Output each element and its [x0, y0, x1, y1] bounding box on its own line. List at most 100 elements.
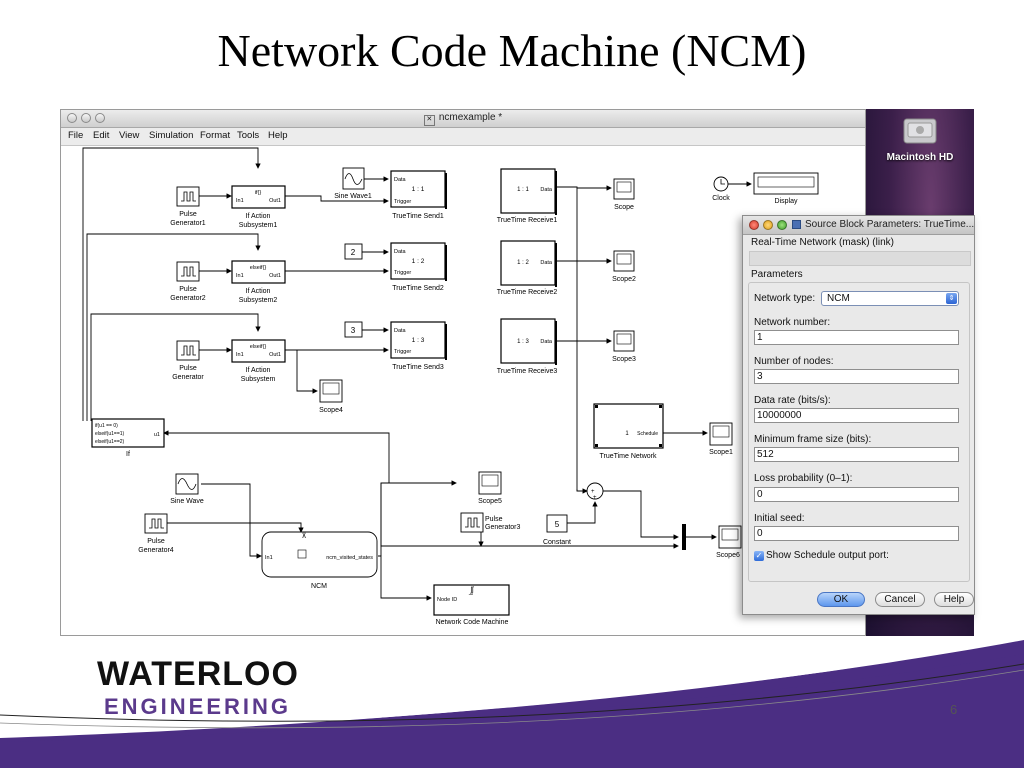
menu-tools[interactable]: Tools	[237, 130, 260, 141]
machine-node-id-port: Node ID	[437, 597, 457, 603]
ok-button[interactable]: OK	[817, 592, 865, 607]
constant-5[interactable]: 5 Constant	[543, 514, 571, 546]
dialog-minimize-button[interactable]	[763, 220, 773, 230]
sine-wave-1[interactable]: Sine Wave1	[334, 167, 372, 200]
pulse-generator-2[interactable]: Pulse Generator2	[170, 261, 206, 302]
hard-drive-icon[interactable]	[866, 109, 974, 169]
if-action-subsystem-1[interactable]: if{} In1 Out1 If Action Subsystem1	[231, 185, 286, 229]
if-action-2-label-2: Subsystem2	[239, 297, 278, 304]
scope-3[interactable]: Scope3	[612, 330, 636, 363]
if-action-1-cond: if{}	[255, 190, 262, 196]
ncm-block[interactable]: ⊼ In1 ncm_visited_states NCM	[261, 531, 378, 590]
dialog-zoom-button[interactable]	[777, 220, 787, 230]
help-button[interactable]: Help	[934, 592, 974, 607]
constant-2-value: 2	[351, 248, 356, 257]
if-action-1-out: Out1	[269, 198, 281, 204]
sum-plus-sign: +	[591, 489, 595, 495]
show-schedule-label: Show Schedule output port:	[766, 550, 889, 561]
if-action-3-out: Out1	[269, 352, 281, 358]
truetime-network[interactable]: 1 Schedule TrueTime Network	[593, 403, 664, 460]
show-schedule-checkbox[interactable]: ✓	[754, 551, 764, 561]
pulse-generator-5[interactable]: Pulse Generator3	[460, 512, 521, 533]
constant-3[interactable]: 3	[344, 321, 363, 338]
data-rate-label: Data rate (bits/s):	[754, 395, 831, 406]
minimum-frame-size-field[interactable]: 512	[754, 447, 959, 462]
sum-block[interactable]: + +	[586, 482, 604, 501]
minimize-window-button[interactable]	[81, 113, 91, 123]
dialog-titlebar: Source Block Parameters: TrueTime...	[743, 216, 974, 235]
mux-block[interactable]	[682, 524, 686, 550]
pulse-generator-1[interactable]: Pulse Generator1	[170, 186, 206, 227]
pulse-generator-1-label: Pulse	[179, 211, 197, 218]
menu-file[interactable]: File	[68, 130, 84, 141]
loss-probability-field[interactable]: 0	[754, 487, 959, 502]
display[interactable]: Display	[753, 172, 819, 205]
simulink-window: ✕ncmexample * File Edit View Simulation …	[60, 109, 866, 636]
receive-1-ratio: 1 : 1	[517, 187, 529, 193]
footer-swoosh	[0, 634, 1024, 768]
network-type-value: NCM	[827, 293, 850, 304]
dialog-close-button[interactable]	[749, 220, 759, 230]
data-rate-field[interactable]: 10000000	[754, 408, 959, 423]
truetime-send-2[interactable]: Data 1 : 2 Trigger TrueTime Send2	[390, 242, 447, 292]
receive-1-label: TrueTime Receive1	[497, 217, 558, 224]
scope-2[interactable]: Scope2	[612, 250, 636, 283]
network-number-field[interactable]: 1	[754, 330, 959, 345]
dialog-subtitle: Real-Time Network (mask) (link)	[751, 237, 894, 248]
number-of-nodes-field[interactable]: 3	[754, 369, 959, 384]
clock[interactable]: Clock	[712, 176, 730, 202]
ncm-output-port: ncm_visited_states	[326, 555, 373, 561]
pulse-generator-4[interactable]: Pulse Generator4	[138, 513, 174, 554]
dialog-block-icon	[792, 220, 801, 229]
if-action-subsystem-3[interactable]: elseif{} In1 Out1 If Action Subsystem	[231, 339, 286, 383]
close-window-button[interactable]	[67, 113, 77, 123]
scope-1[interactable]: Scope1	[709, 422, 733, 456]
menu-view[interactable]: View	[119, 130, 140, 141]
if-action-3-in: In1	[236, 352, 244, 358]
if-block[interactable]: if(u1 == 0) elseif(u1==1) elseif(u1==2) …	[91, 418, 165, 458]
signal-lines	[82, 147, 752, 601]
truetime-receive-1[interactable]: 1 : 1 Data TrueTime Receive1	[497, 168, 558, 224]
send-2-data-port: Data	[394, 249, 407, 255]
scope-label: Scope	[614, 204, 634, 211]
network-code-machine-block[interactable]: ʃ̲ʃ Node ID Network Code Machine	[433, 584, 510, 626]
network-type-select[interactable]: NCM ⇕	[821, 291, 959, 306]
scope-4[interactable]: Scope4	[319, 379, 343, 414]
slide-title: Network Code Machine (NCM)	[217, 25, 807, 76]
ncm-label: NCM	[311, 583, 327, 590]
loss-probability-label: Loss probability (0–1):	[754, 473, 853, 484]
if-action-2-cond: elseif{}	[250, 265, 267, 271]
zoom-window-button[interactable]	[95, 113, 105, 123]
constant-2[interactable]: 2	[344, 243, 363, 260]
window-title-text: ncmexample *	[438, 112, 503, 123]
scope-6[interactable]: Scope6	[716, 525, 742, 559]
if-action-subsystem-2[interactable]: elseif{} In1 Out1 If Action Subsystem2	[231, 260, 286, 304]
network-label: TrueTime Network	[599, 453, 657, 460]
receive-2-label: TrueTime Receive2	[497, 289, 558, 296]
scope-5[interactable]: Scope5	[478, 471, 502, 505]
menu-format[interactable]: Format	[200, 130, 231, 141]
receive-3-ratio: 1 : 3	[517, 339, 529, 345]
parameters-heading: Parameters	[751, 269, 803, 280]
scope[interactable]: Scope	[613, 178, 635, 211]
sine-wave-label: Sine Wave	[170, 498, 204, 505]
model-canvas[interactable]: Pulse Generator1 Pulse Generator2 Pulse …	[61, 146, 865, 635]
pulse-generator-3[interactable]: Pulse Generator	[172, 340, 204, 381]
sine-wave[interactable]: Sine Wave	[170, 473, 204, 505]
truetime-receive-2[interactable]: 1 : 2 Data TrueTime Receive2	[497, 240, 558, 296]
cancel-button[interactable]: Cancel	[875, 592, 925, 607]
menu-simulation[interactable]: Simulation	[149, 130, 194, 141]
scope-1-label: Scope1	[709, 449, 733, 456]
if-action-3-label: If Action	[246, 367, 271, 374]
truetime-receive-3[interactable]: 1 : 3 Data TrueTime Receive3	[497, 318, 558, 375]
window-title: ✕ncmexample *	[61, 112, 865, 126]
pulse-generator-4-label: Pulse	[147, 538, 165, 545]
initial-seed-field[interactable]: 0	[754, 526, 959, 541]
menu-edit[interactable]: Edit	[93, 130, 110, 141]
if-action-1-in: In1	[236, 198, 244, 204]
truetime-send-3[interactable]: Data 1 : 3 Trigger TrueTime Send3	[390, 321, 447, 371]
truetime-send-1[interactable]: Data 1 : 1 Trigger TrueTime Send1	[390, 170, 447, 220]
menu-help[interactable]: Help	[268, 130, 288, 141]
receive-2-ratio: 1 : 2	[517, 260, 529, 266]
display-label: Display	[775, 198, 798, 205]
